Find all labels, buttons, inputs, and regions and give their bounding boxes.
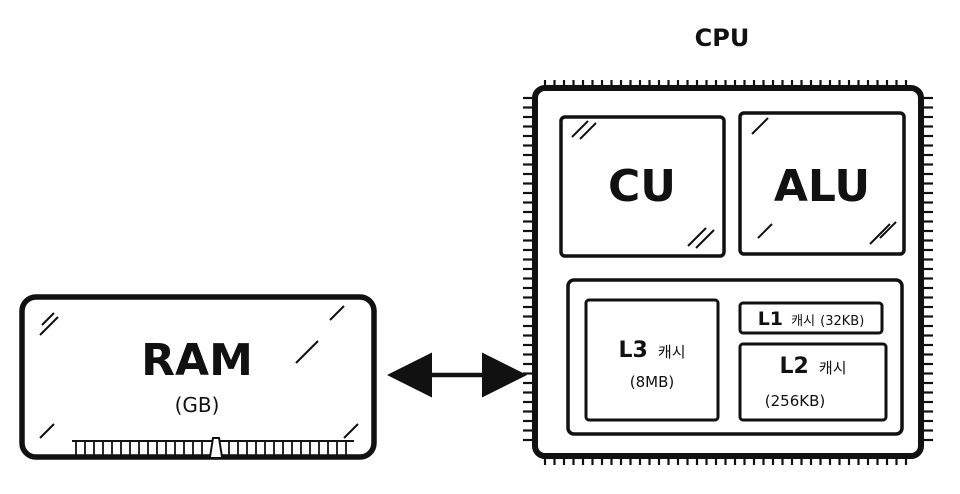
svg-text:L2 캐시: L2 캐시 — [779, 354, 846, 379]
ram-key-notch — [209, 437, 223, 458]
alu-block: ALU — [738, 111, 906, 256]
ram-unit: (GB) — [175, 393, 220, 417]
l1-cache-block: L1 캐시 (32KB) — [738, 301, 884, 335]
l2-cache-size: (256KB) — [765, 392, 825, 410]
l1-cache-size: (32KB) — [820, 314, 864, 329]
l2-cache-block: L2 캐시 (256KB) — [738, 342, 888, 422]
l3-cache-name: L3 — [618, 338, 647, 363]
alu-label: ALU — [774, 161, 870, 212]
cpu-title: CPU — [695, 24, 750, 52]
ram-module: RAM (GB) — [19, 294, 377, 460]
l2-cache-name: L2 — [779, 354, 808, 379]
l3-cache-word: 캐시 — [658, 343, 686, 361]
control-unit-block: CU — [559, 115, 726, 258]
l3-cache-block: L3 캐시 (8MB) — [584, 298, 720, 422]
l1-cache-word: 캐시 — [791, 314, 815, 329]
l2-cache-word: 캐시 — [819, 359, 847, 377]
ram-title: RAM — [141, 335, 253, 386]
ram-contacts — [72, 437, 354, 458]
control-unit-label: CU — [608, 161, 676, 212]
svg-text:L1 캐시 (32KB): L1 캐시 (32KB) — [758, 308, 865, 330]
l1-cache-name: L1 — [758, 308, 783, 330]
svg-text:L3 캐시: L3 캐시 — [618, 338, 685, 363]
l3-cache-size: (8MB) — [630, 373, 674, 391]
